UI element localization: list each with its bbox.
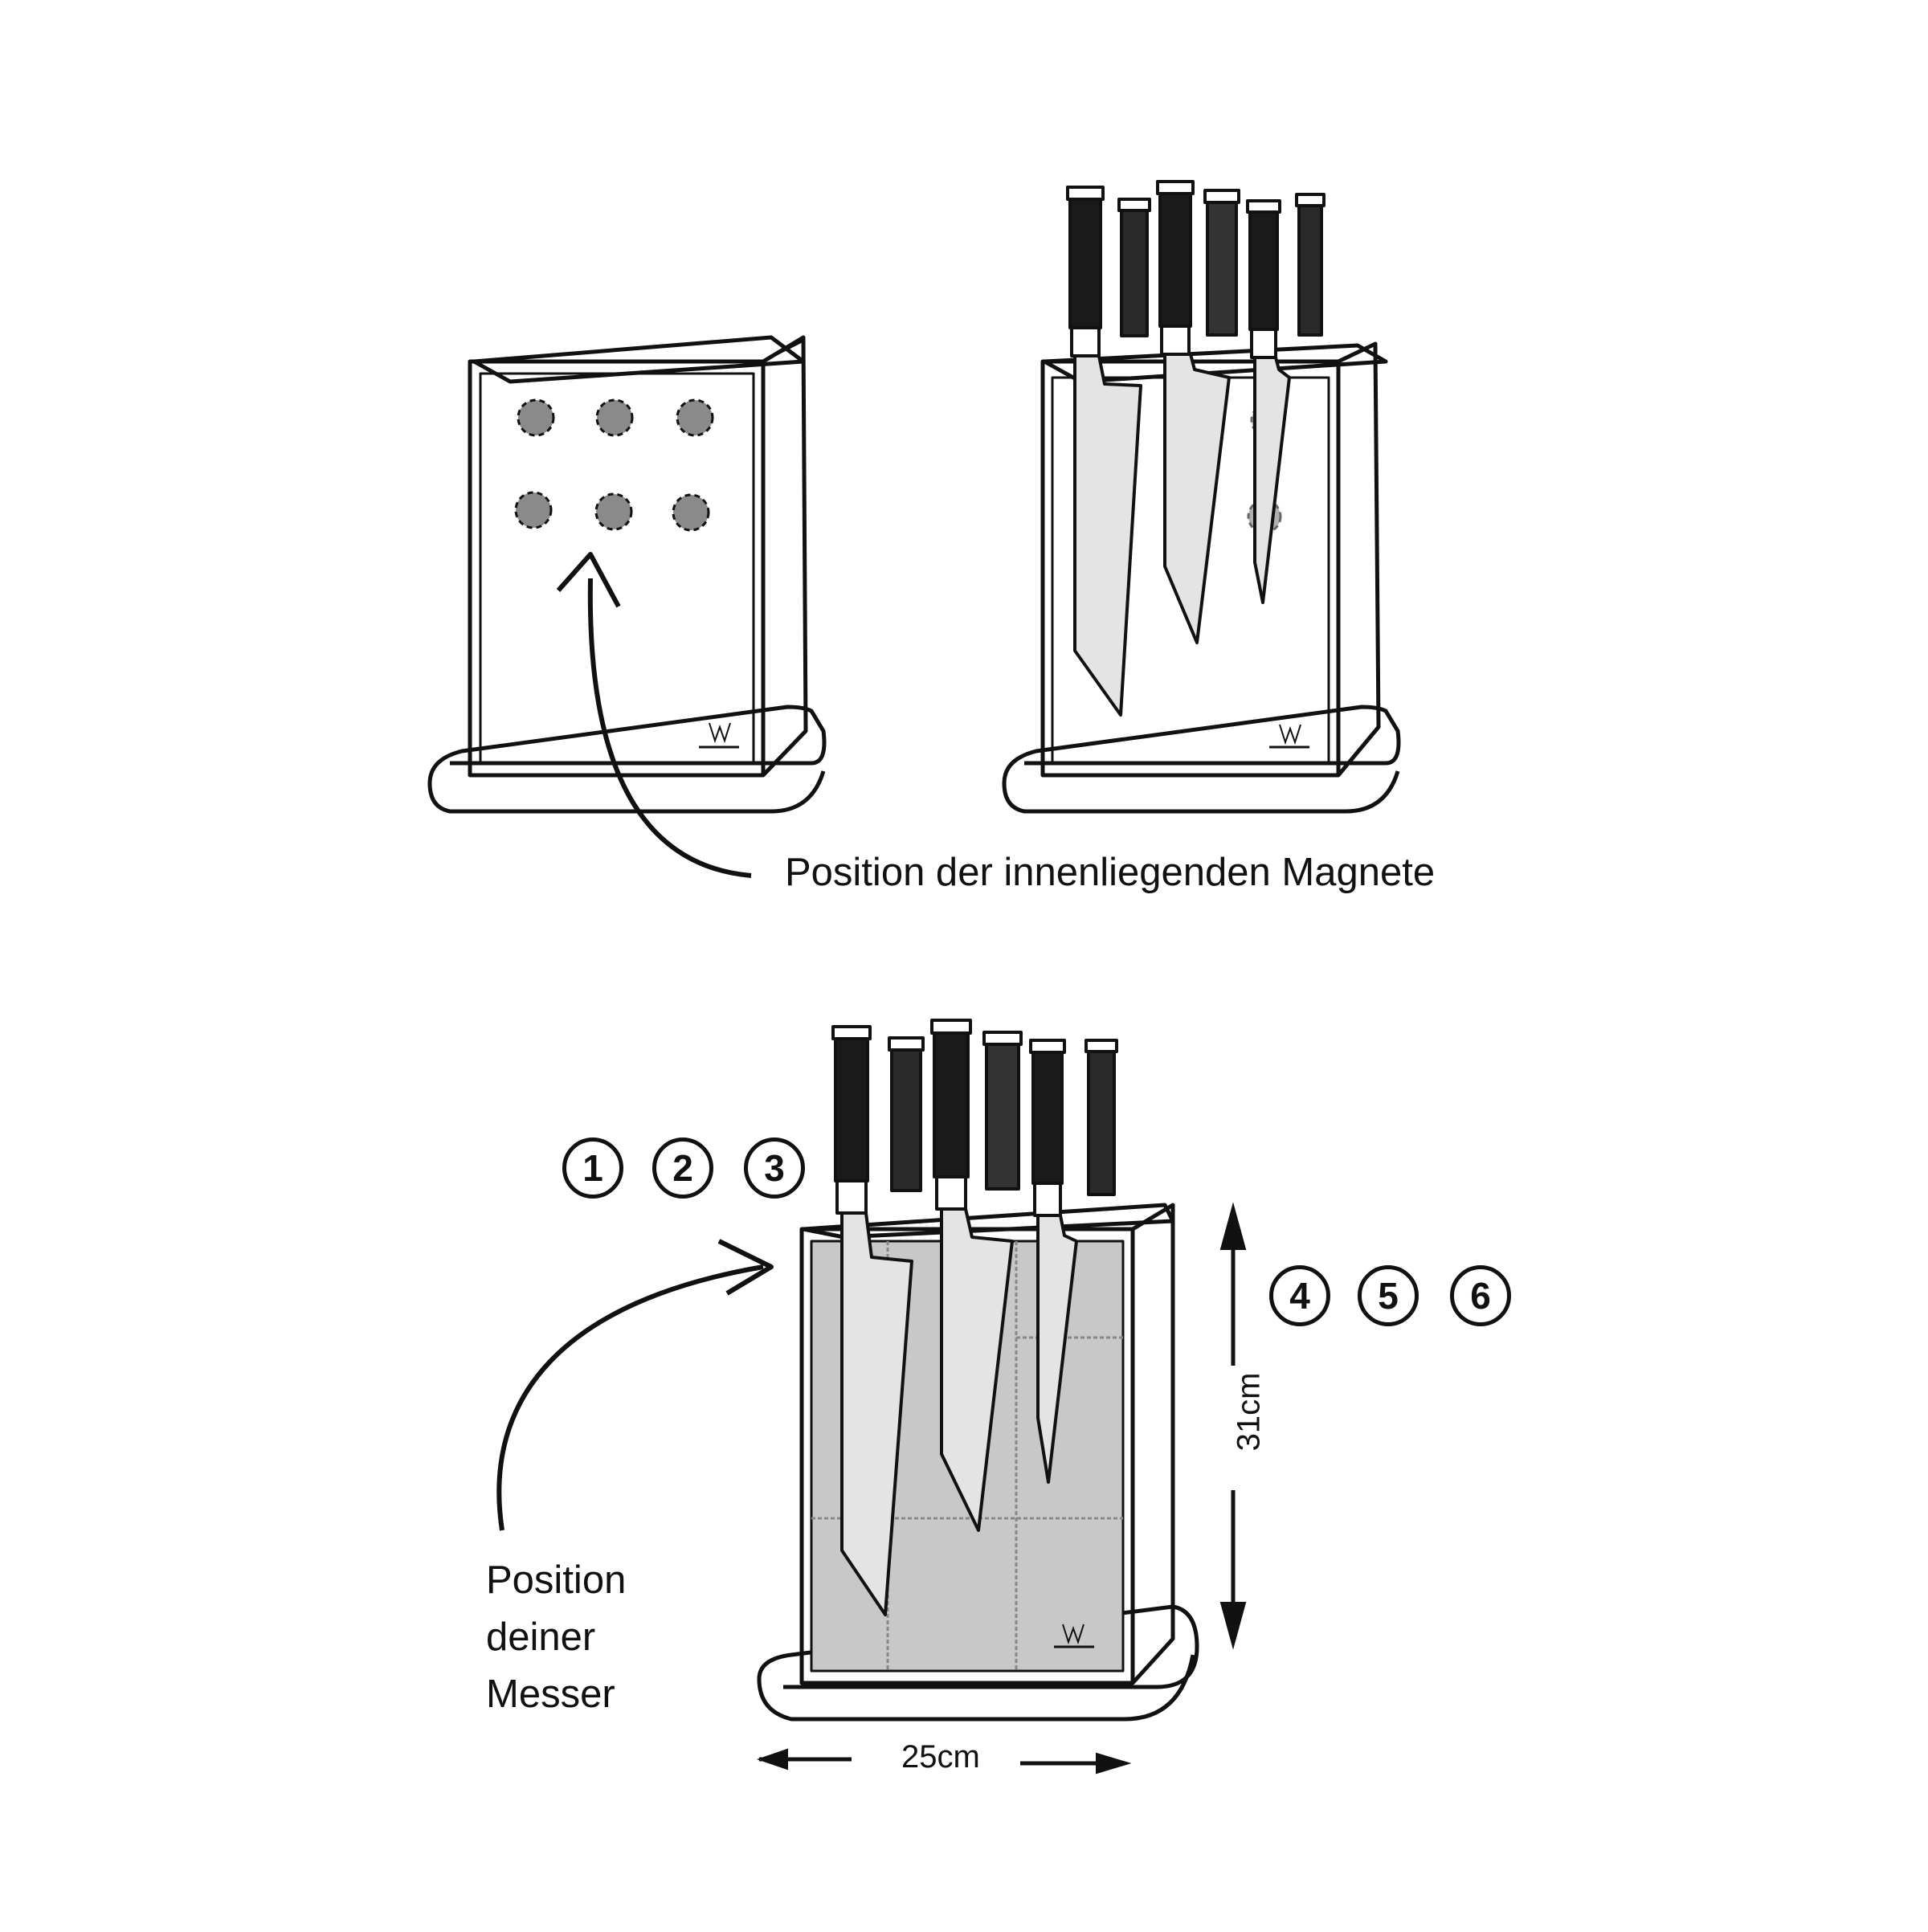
brand-logo-bottom — [1054, 1624, 1094, 1648]
knife-blade — [1073, 354, 1142, 717]
knives-position-label: Position deiner Messer — [486, 1552, 679, 1723]
knife-blade — [940, 1207, 1014, 1532]
brand-logo-left — [699, 722, 739, 749]
knife-blade — [1253, 356, 1291, 604]
magnets-position-label: Position der innenliegenden Magnete — [785, 851, 1436, 894]
knives-arrow-curve — [496, 1264, 764, 1531]
number-badge-3: 3 — [744, 1138, 805, 1199]
knife-handle — [1031, 1039, 1064, 1185]
knife-handle — [1248, 199, 1279, 331]
knives-arrow-head — [717, 1239, 774, 1296]
magnet-dot — [517, 398, 555, 437]
magnet-dot — [672, 493, 710, 532]
magnet-dot — [595, 398, 634, 437]
block-side — [762, 335, 808, 777]
block-base — [427, 705, 827, 814]
magnet-dot — [594, 492, 633, 531]
knife-handle — [1087, 1039, 1116, 1196]
magnets-arrow-head — [556, 552, 621, 608]
knife-handle — [933, 1019, 970, 1178]
knives-bottom — [831, 1019, 1118, 1616]
brand-logo-right — [1269, 724, 1309, 749]
knife-handle — [1297, 193, 1323, 337]
knives-label-line-1: Position — [486, 1558, 627, 1602]
knife-handle — [1206, 189, 1238, 337]
block-base — [757, 1604, 1199, 1722]
magnet-dot — [676, 398, 714, 437]
knife-blade — [1163, 353, 1231, 644]
height-label: 31cm — [1231, 1372, 1267, 1452]
number-badge-5: 5 — [1358, 1265, 1419, 1326]
number-badge-4: 4 — [1269, 1265, 1330, 1326]
block-side — [1337, 341, 1381, 777]
height-dimension-arrow — [1219, 1202, 1247, 1650]
knife-handle — [985, 1031, 1020, 1191]
knife-handle — [890, 1036, 922, 1192]
knives-label-line-3: Messer — [486, 1673, 615, 1716]
number-badge-6: 6 — [1450, 1265, 1511, 1326]
knife-blade — [1036, 1214, 1078, 1484]
knife-handle — [834, 1025, 869, 1182]
number-badge-2: 2 — [652, 1138, 713, 1199]
width-label: 25cm — [901, 1739, 980, 1775]
width-dimension-arrow — [756, 1748, 1132, 1775]
magnet-dot — [514, 491, 553, 529]
knife-handle — [1158, 180, 1192, 328]
number-badge-1: 1 — [562, 1138, 623, 1199]
block-inner-frame — [479, 372, 755, 765]
block-side — [1131, 1203, 1175, 1685]
block-base — [1002, 705, 1401, 814]
knife-handle — [1120, 198, 1149, 337]
knives-top — [1066, 180, 1326, 717]
magnet-dots-left — [514, 398, 714, 532]
magnets-arrow-curve — [587, 578, 752, 878]
knife-handle — [1068, 186, 1102, 329]
knives-label-line-2: deiner — [486, 1615, 596, 1659]
knife-blade — [840, 1211, 913, 1616]
